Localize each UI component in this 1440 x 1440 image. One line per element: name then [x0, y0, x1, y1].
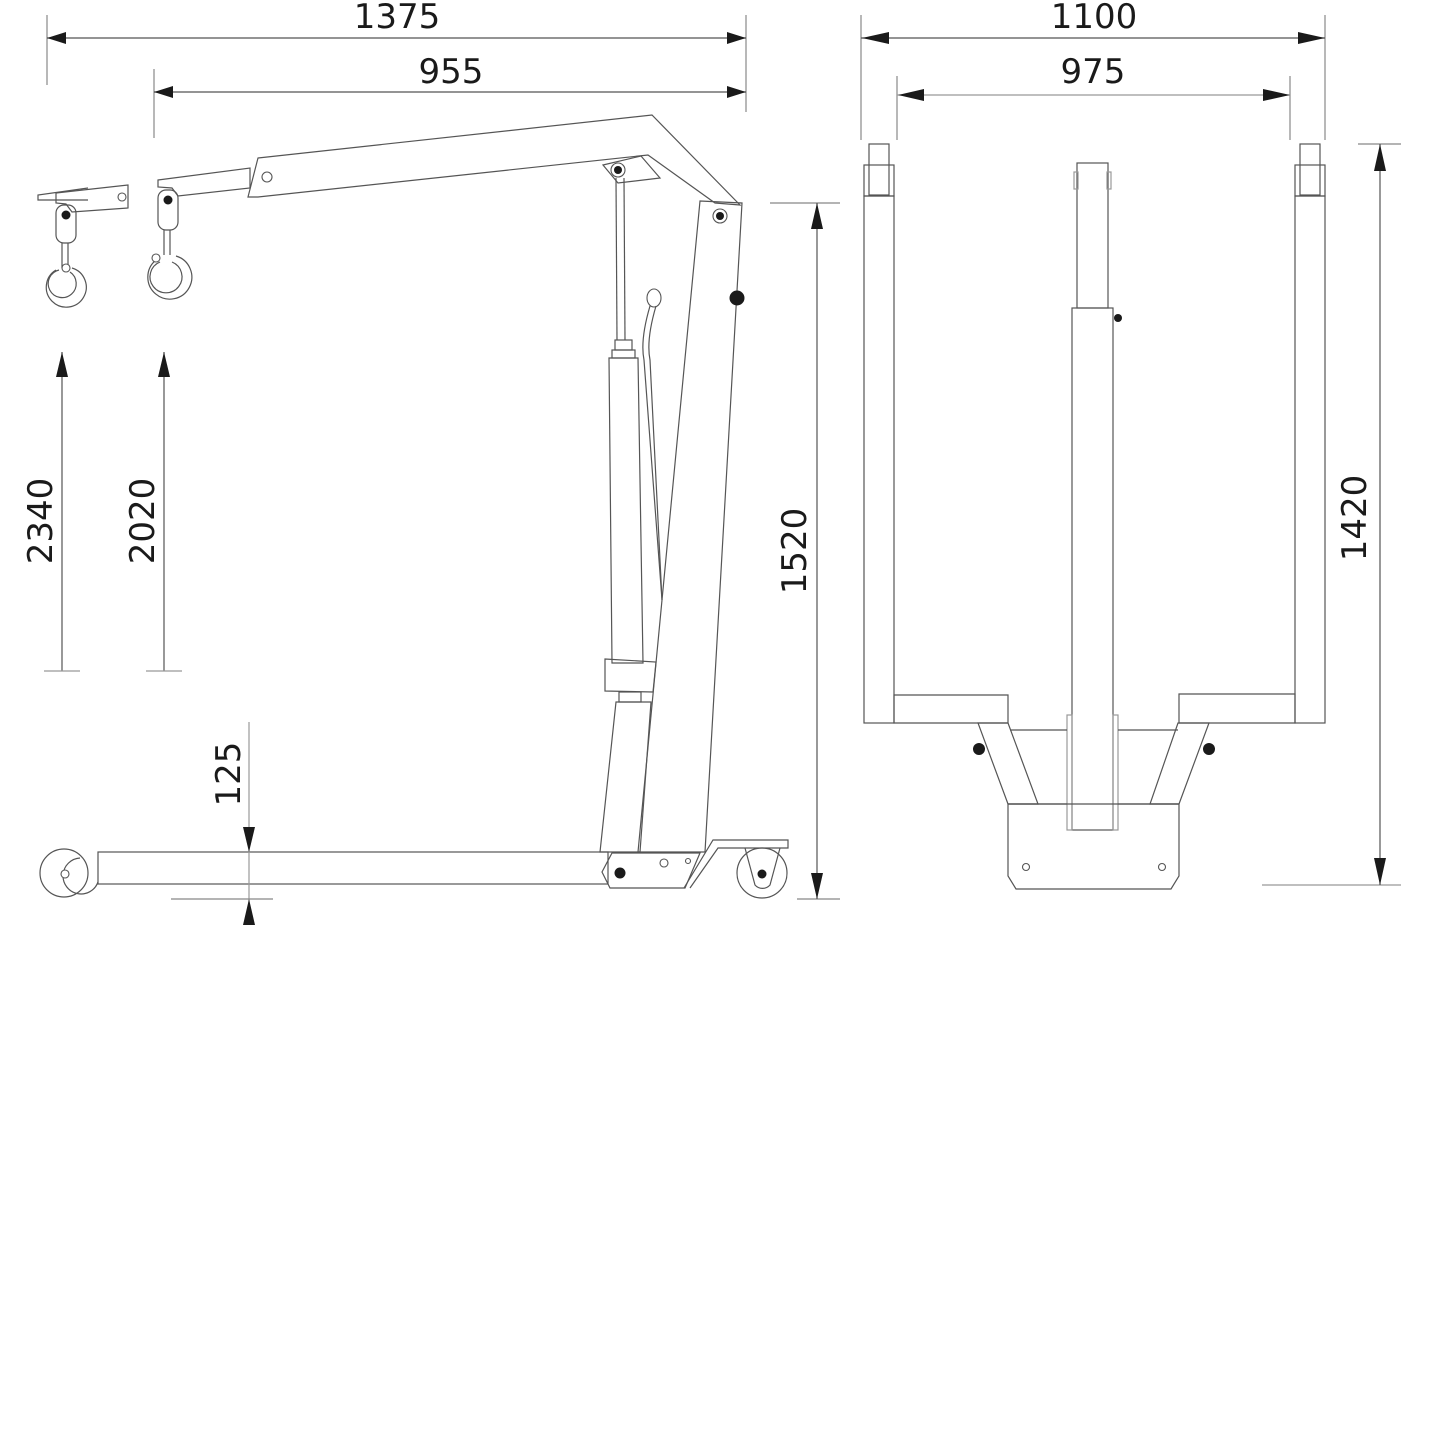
- dimension-overall-length: 1375: [46, 0, 747, 112]
- dimension-hook-height-extended: 2340: [21, 352, 80, 672]
- dim-label-2020: 2020: [123, 478, 163, 565]
- dim-label-125: 125: [209, 742, 249, 807]
- dimension-overall-width: 1100: [860, 0, 1326, 140]
- main-boom: [247, 114, 742, 206]
- dimension-leg-height: 125: [171, 722, 273, 925]
- right-leg: [1178, 143, 1326, 724]
- dim-label-1520: 1520: [775, 508, 815, 595]
- rear-castor: [736, 847, 788, 899]
- mast: [637, 200, 745, 853]
- dim-label-1100: 1100: [1051, 0, 1138, 37]
- boom-extension-extended: [37, 184, 129, 213]
- pump-handle: [642, 288, 663, 601]
- center-mast: [1066, 162, 1122, 831]
- dimension-boom-reach: 955: [153, 52, 746, 138]
- front-view: 1100 975: [860, 0, 1401, 890]
- dim-label-2340: 2340: [21, 478, 61, 565]
- hook-retracted: [147, 189, 193, 300]
- dimension-inner-width: 975: [896, 52, 1291, 140]
- front-wheel: [39, 848, 99, 898]
- left-leg: [863, 143, 1009, 724]
- side-view: 1375 955: [21, 0, 840, 925]
- hydraulic-ram: [599, 177, 657, 853]
- dim-label-1420: 1420: [1335, 475, 1375, 562]
- dim-label-955: 955: [419, 52, 484, 92]
- boom-extension-retracted: [157, 167, 251, 197]
- base-leg: [97, 839, 789, 889]
- base-braces: [973, 722, 1215, 890]
- dimension-hook-height-retracted: 2020: [123, 352, 182, 672]
- dim-label-1375: 1375: [354, 0, 441, 37]
- dimension-overall-height: 1420: [1262, 143, 1401, 886]
- dimension-mast-height: 1520: [770, 202, 840, 900]
- hook-extended: [45, 204, 87, 308]
- dim-label-975: 975: [1061, 52, 1126, 92]
